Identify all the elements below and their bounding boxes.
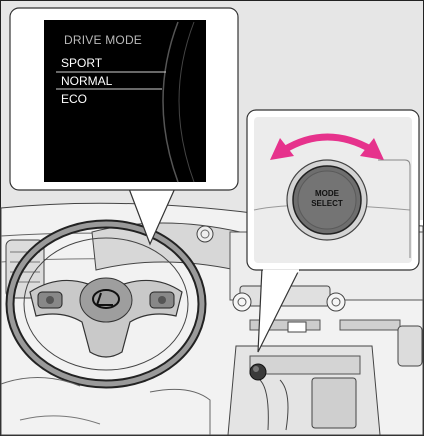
knob-label-line2: SELECT xyxy=(291,199,363,209)
airbag-cover xyxy=(80,278,132,322)
mode-option-sport[interactable]: SPORT xyxy=(61,56,102,70)
right-vent xyxy=(398,326,422,366)
console-knob xyxy=(250,364,266,380)
drive-mode-title: DRIVE MODE xyxy=(64,33,142,47)
mode-option-eco[interactable]: ECO xyxy=(61,92,87,106)
start-button xyxy=(197,226,213,242)
dial-right xyxy=(327,293,345,311)
knob-label-line1: MODE xyxy=(291,189,363,199)
mode-option-normal[interactable]: NORMAL xyxy=(61,74,112,88)
dial-left xyxy=(233,293,251,311)
